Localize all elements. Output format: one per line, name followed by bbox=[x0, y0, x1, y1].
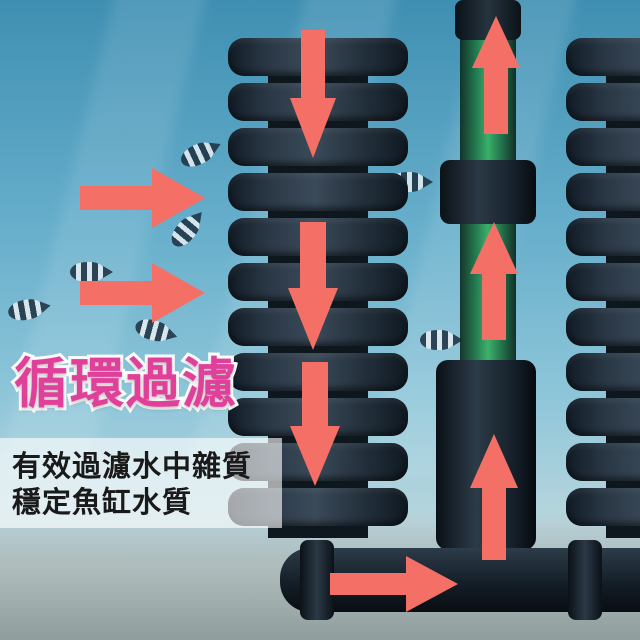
sponge-disc bbox=[228, 173, 408, 211]
arrow-icon bbox=[470, 434, 518, 560]
headline: 循環過濾 bbox=[11, 349, 239, 418]
caption-line-1: 有效過濾水中雜質 bbox=[12, 449, 253, 483]
arrow-icon bbox=[290, 30, 336, 158]
sponge-disc bbox=[566, 38, 640, 76]
sponge-disc bbox=[566, 488, 640, 526]
sponge-disc bbox=[566, 308, 640, 346]
sponge-disc bbox=[566, 443, 640, 481]
caption-box: 有效過濾水中雜質 穩定魚缸水質 bbox=[0, 438, 282, 528]
arrow-icon bbox=[470, 222, 518, 340]
fish bbox=[70, 262, 113, 282]
caption-line-2: 穩定魚缸水質 bbox=[12, 485, 193, 519]
arrow-icon bbox=[290, 362, 340, 486]
sponge-disc bbox=[566, 173, 640, 211]
arrow-icon bbox=[80, 263, 205, 323]
sponge-disc bbox=[566, 83, 640, 121]
arrow-icon bbox=[288, 222, 338, 350]
fish bbox=[177, 138, 217, 172]
sponge-disc bbox=[566, 398, 640, 436]
arrow-icon bbox=[472, 16, 520, 134]
pipe-stub bbox=[300, 540, 334, 620]
tube-coupler bbox=[440, 160, 536, 224]
sponge-disc bbox=[566, 218, 640, 256]
pipe-stub bbox=[568, 540, 602, 620]
sponge-disc bbox=[566, 263, 640, 301]
fish bbox=[420, 330, 463, 350]
sponge-disc bbox=[566, 128, 640, 166]
arrow-icon bbox=[80, 168, 205, 228]
arrow-icon bbox=[330, 556, 458, 612]
sponge-disc bbox=[566, 353, 640, 391]
sponge-filter-right bbox=[566, 38, 640, 538]
